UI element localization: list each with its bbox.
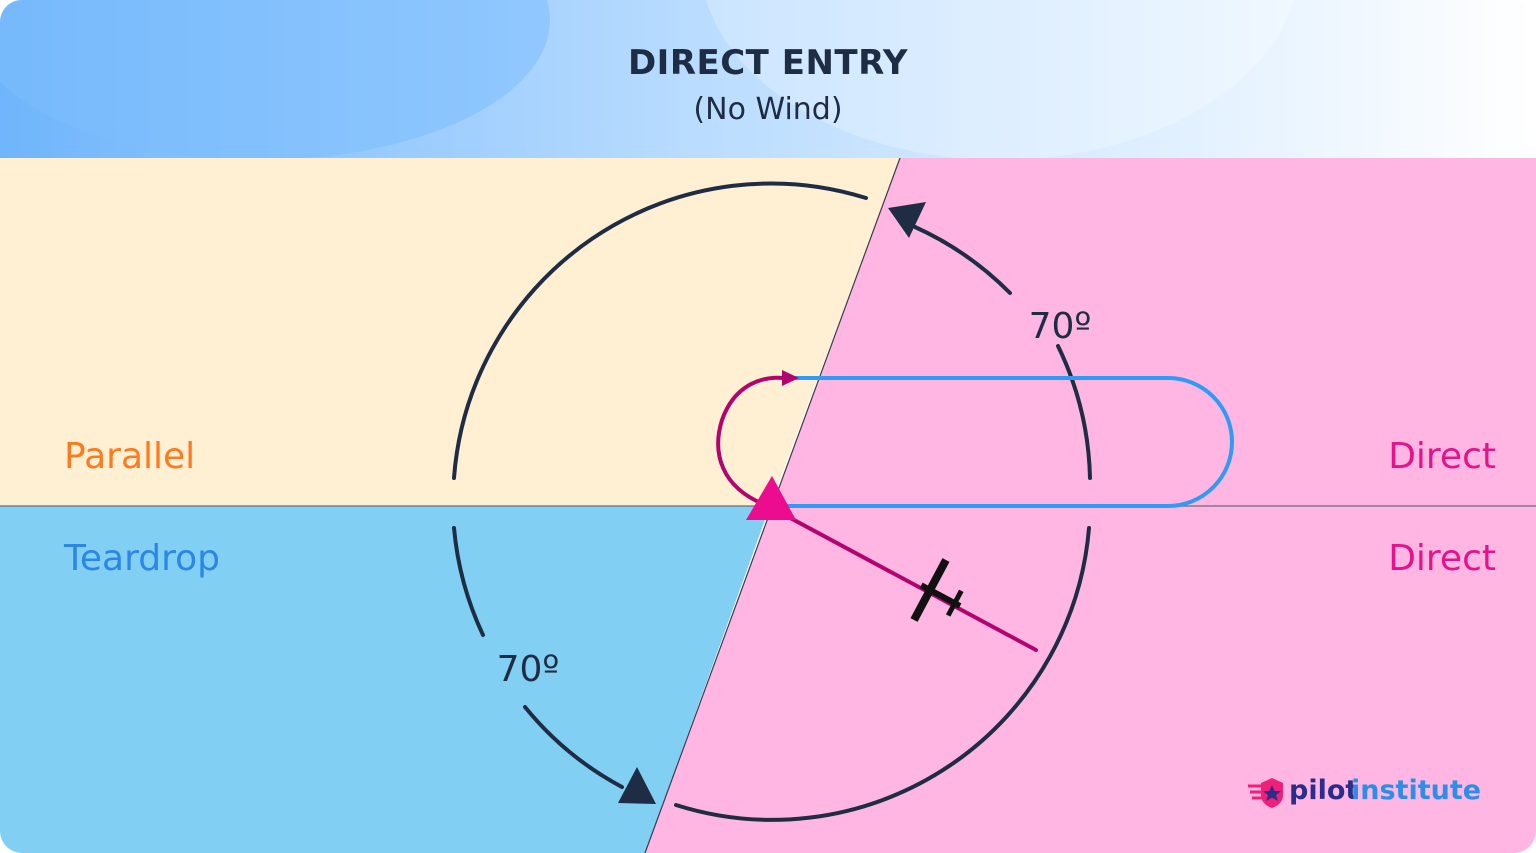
entry-path: [766, 504, 1038, 652]
upper-arc-arrowhead: [888, 202, 926, 238]
parallel-arc: [452, 181, 868, 480]
lower-angle-arc: [523, 705, 624, 789]
lower-left-arc: [452, 526, 485, 637]
diagram-title: DIRECT ENTRY: [628, 43, 908, 83]
star-shield-icon: [1248, 778, 1283, 808]
lower-arc-arrowhead: [618, 767, 656, 804]
logo-text-pilot: pilot: [1289, 775, 1358, 806]
entry-turn-arrowhead: [782, 370, 799, 386]
parallel-sector: [0, 158, 900, 506]
lower-angle-label: 70º: [497, 649, 560, 690]
direct-upper-label: Direct: [1388, 436, 1496, 477]
right-upper-arc: [1056, 344, 1092, 480]
sector-circle: [452, 181, 1092, 822]
logo-text-institute: institute: [1351, 775, 1481, 806]
right-lower-arc: [674, 526, 1091, 822]
parallel-label: Parallel: [64, 436, 195, 477]
upper-angle-arc: [913, 225, 1012, 295]
header-band: DIRECT ENTRY (No Wind): [0, 0, 1536, 160]
holding-pattern: [779, 376, 1234, 508]
pilot-institute-logo: pilot institute: [1248, 775, 1481, 808]
airplane-icon: [910, 558, 964, 622]
holding-fix-marker: [746, 476, 796, 520]
teardrop-sector: [0, 506, 770, 853]
entry-turn-path: [716, 375, 786, 508]
diagram-subtitle: (No Wind): [693, 92, 842, 127]
direct-lower-label: Direct: [1388, 538, 1496, 579]
teardrop-label: Teardrop: [63, 538, 220, 579]
upper-angle-label: 70º: [1029, 306, 1092, 347]
